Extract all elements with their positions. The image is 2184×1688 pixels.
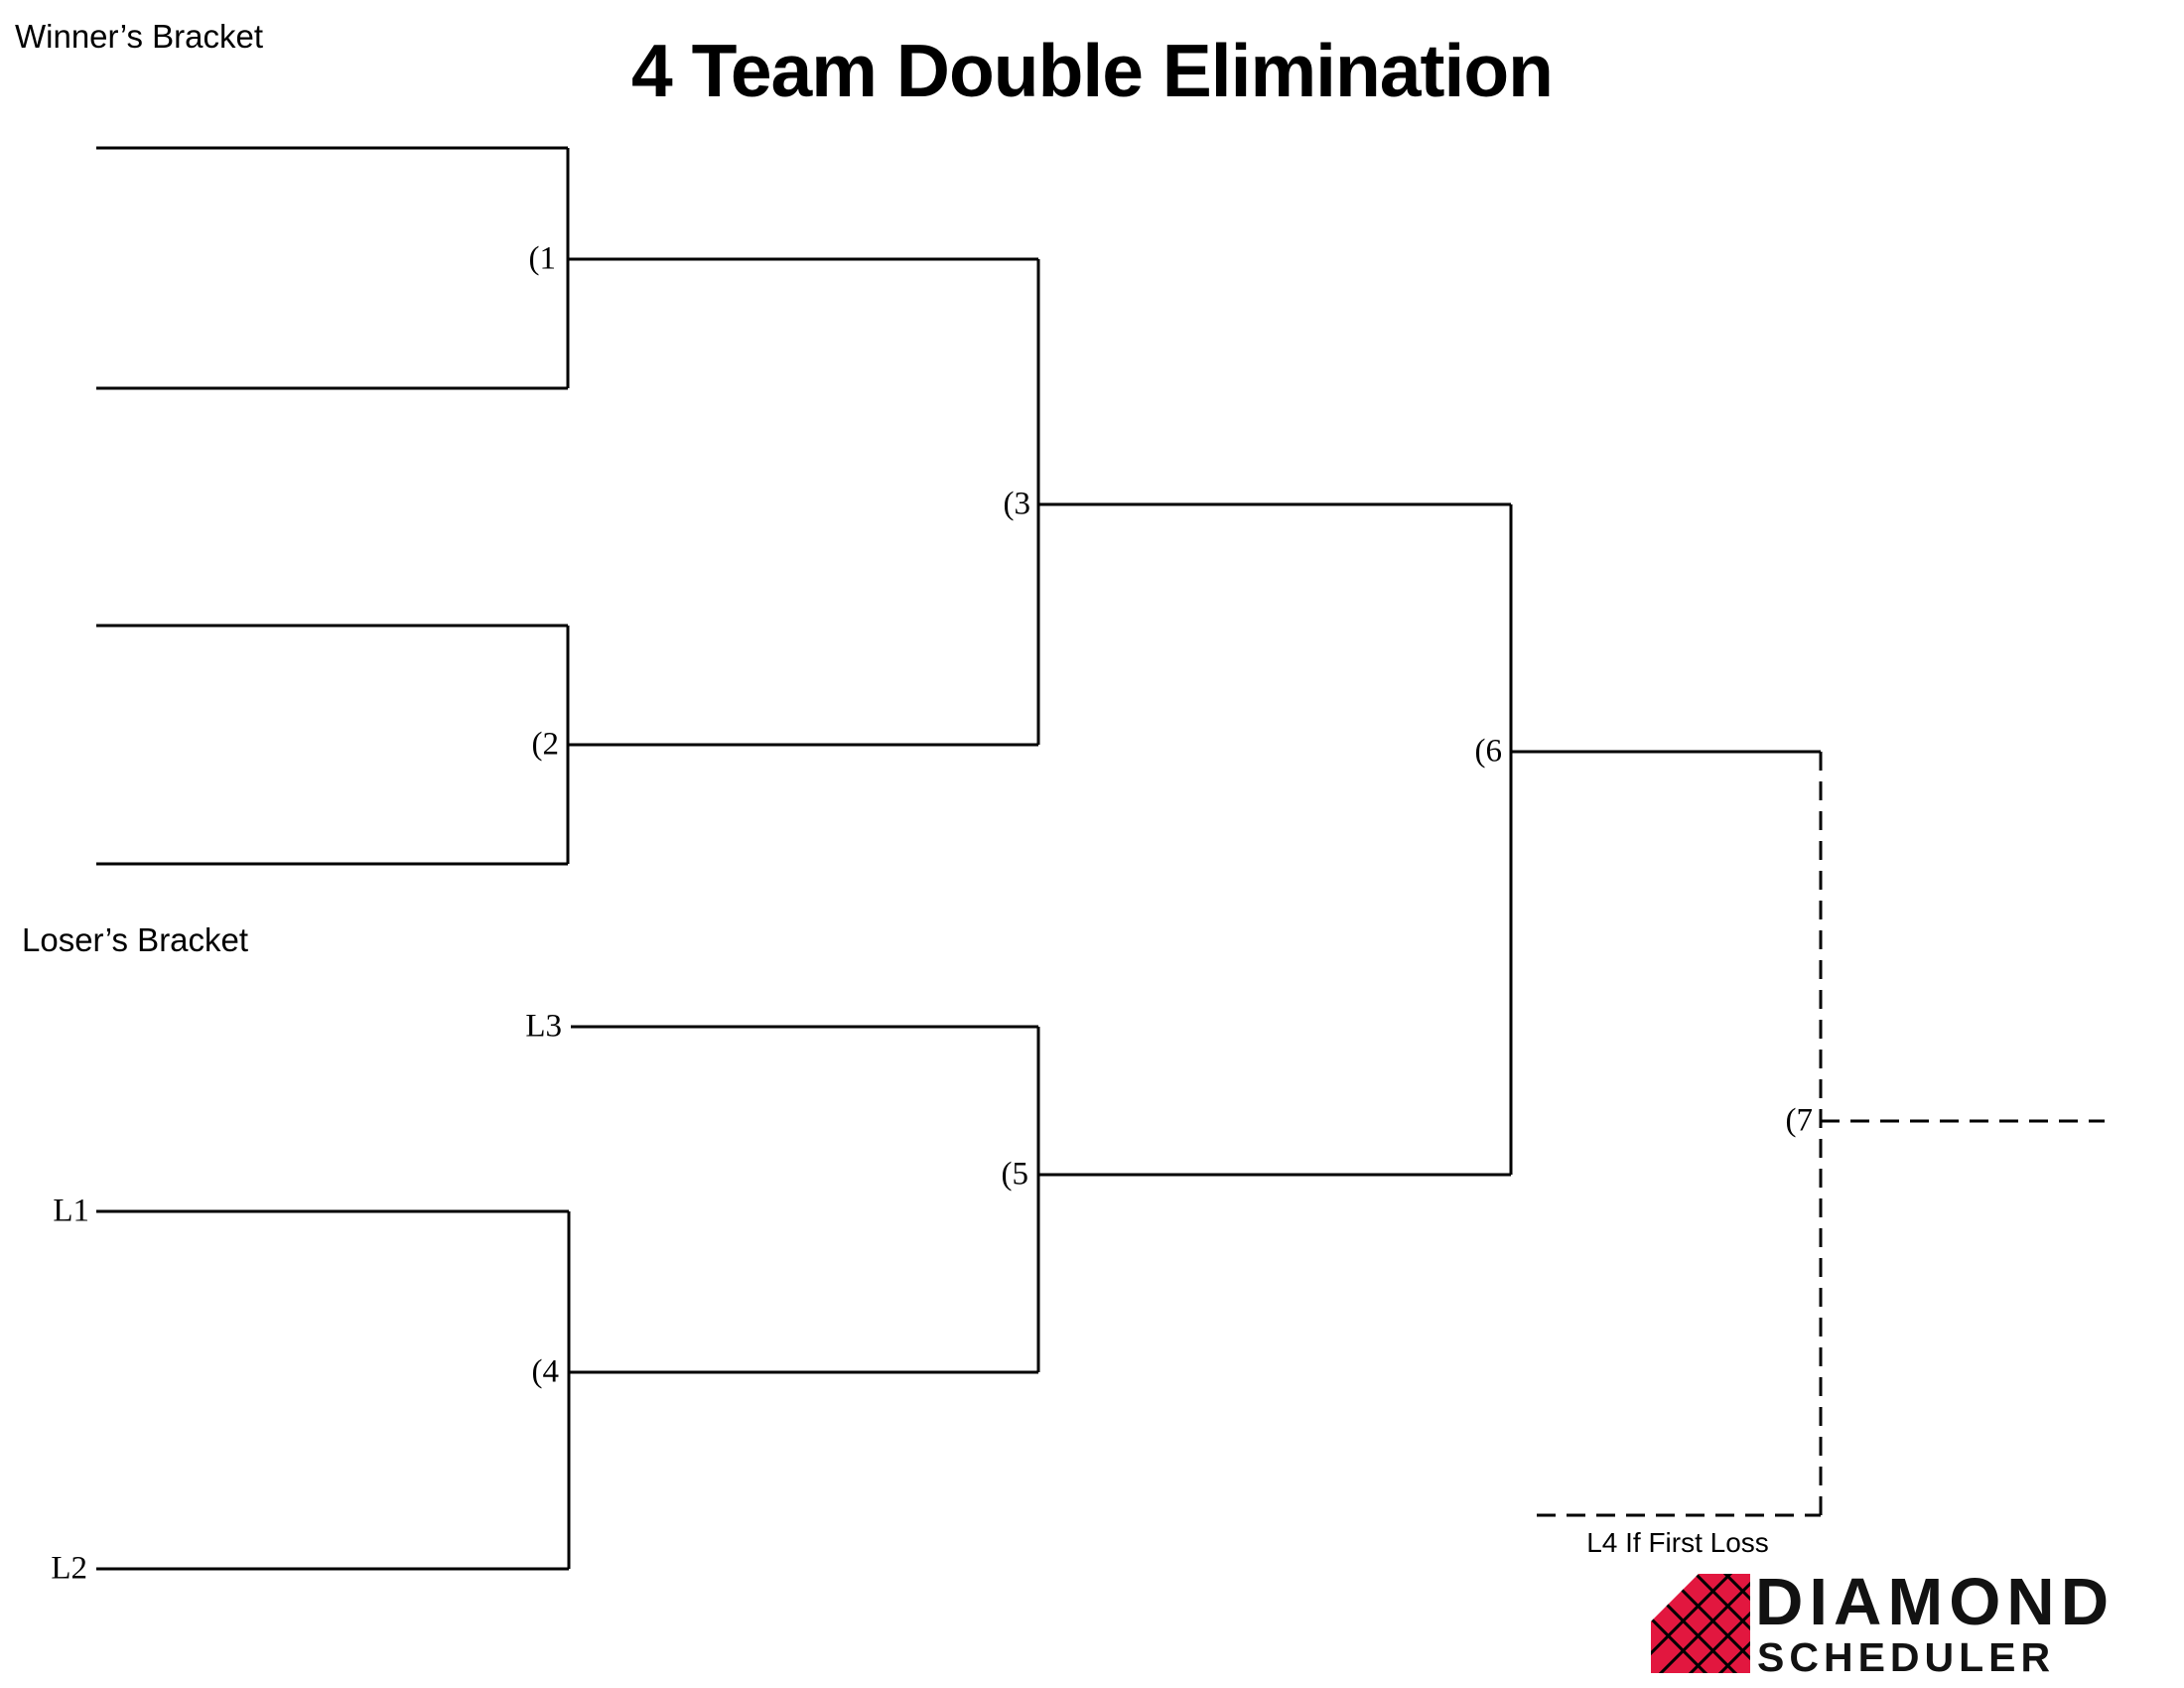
loser-seed-l1-label: L1 <box>53 1193 89 1229</box>
match3-label: (3 <box>1003 486 1031 522</box>
losers-bracket-heading: Loser’s Bracket <box>22 921 249 958</box>
logo-product-text: SCHEDULER <box>1757 1634 2056 1680</box>
winners-bracket-heading: Winner’s Bracket <box>15 18 264 55</box>
match6-label: (6 <box>1474 733 1503 770</box>
loser-seed-l2-label: L2 <box>51 1550 87 1587</box>
page-title: 4 Team Double Elimination <box>631 29 1554 112</box>
loser-seed-l3-label: L3 <box>525 1008 562 1045</box>
logo-brand-text: DIAMOND <box>1755 1565 2116 1639</box>
diamond-logo-icon <box>1651 1574 1750 1673</box>
match1-label: (1 <box>528 240 557 277</box>
match4-label: (4 <box>531 1353 560 1390</box>
l4-if-first-loss-note: L4 If First Loss <box>1586 1527 1769 1558</box>
match5-label: (5 <box>1001 1156 1029 1193</box>
match7-label: (7 <box>1785 1102 1814 1139</box>
match2-label: (2 <box>531 726 560 763</box>
